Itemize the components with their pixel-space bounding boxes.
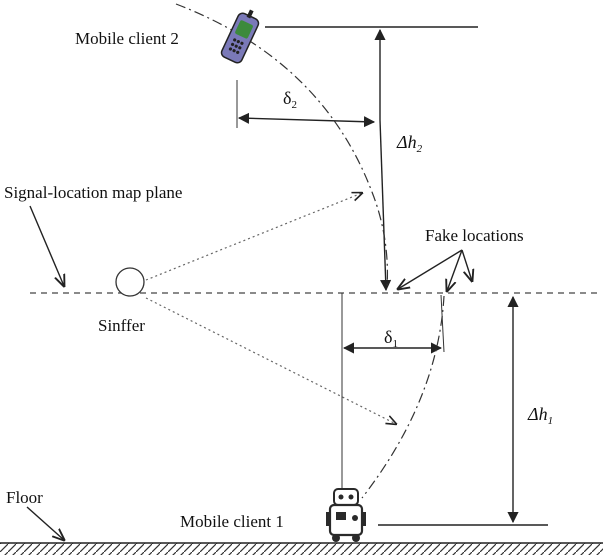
delta1-label: δ1 bbox=[384, 327, 398, 350]
signal-line-lower bbox=[145, 297, 396, 424]
mobile-client-1-label: Mobile client 1 bbox=[180, 512, 284, 531]
dh2-arrow-lower bbox=[379, 119, 392, 292]
delta2-arrow bbox=[237, 112, 376, 128]
map-plane-pointer bbox=[29, 205, 64, 286]
fake-location-tick bbox=[440, 294, 445, 353]
mobile-client-2-label: Mobile client 2 bbox=[75, 29, 179, 48]
phone-screen bbox=[235, 20, 253, 39]
robot-icon bbox=[326, 488, 366, 542]
dh1-label: Δh1 bbox=[527, 404, 553, 427]
lower-arc bbox=[361, 295, 445, 499]
upper-arc bbox=[175, 3, 388, 289]
floor-pointer bbox=[26, 506, 64, 540]
fake-location-pointer-3 bbox=[461, 249, 472, 281]
fake-locations-label: Fake locations bbox=[425, 226, 524, 245]
dh2-label: Δh2 bbox=[396, 132, 423, 155]
delta2-label: δ2 bbox=[283, 88, 297, 111]
fake-location-pointer-1 bbox=[398, 249, 463, 289]
floor-hatch bbox=[0, 543, 603, 555]
sniffer-icon bbox=[115, 267, 145, 297]
floor-label: Floor bbox=[6, 488, 43, 507]
map-plane-label: Signal-location map plane bbox=[4, 183, 182, 202]
sniffer-label: Sinffer bbox=[98, 316, 145, 335]
fake-location-pointer-2 bbox=[447, 249, 463, 291]
mobile-phone-icon bbox=[220, 9, 260, 64]
signal-line-upper bbox=[145, 193, 362, 281]
phone-body bbox=[220, 12, 260, 64]
